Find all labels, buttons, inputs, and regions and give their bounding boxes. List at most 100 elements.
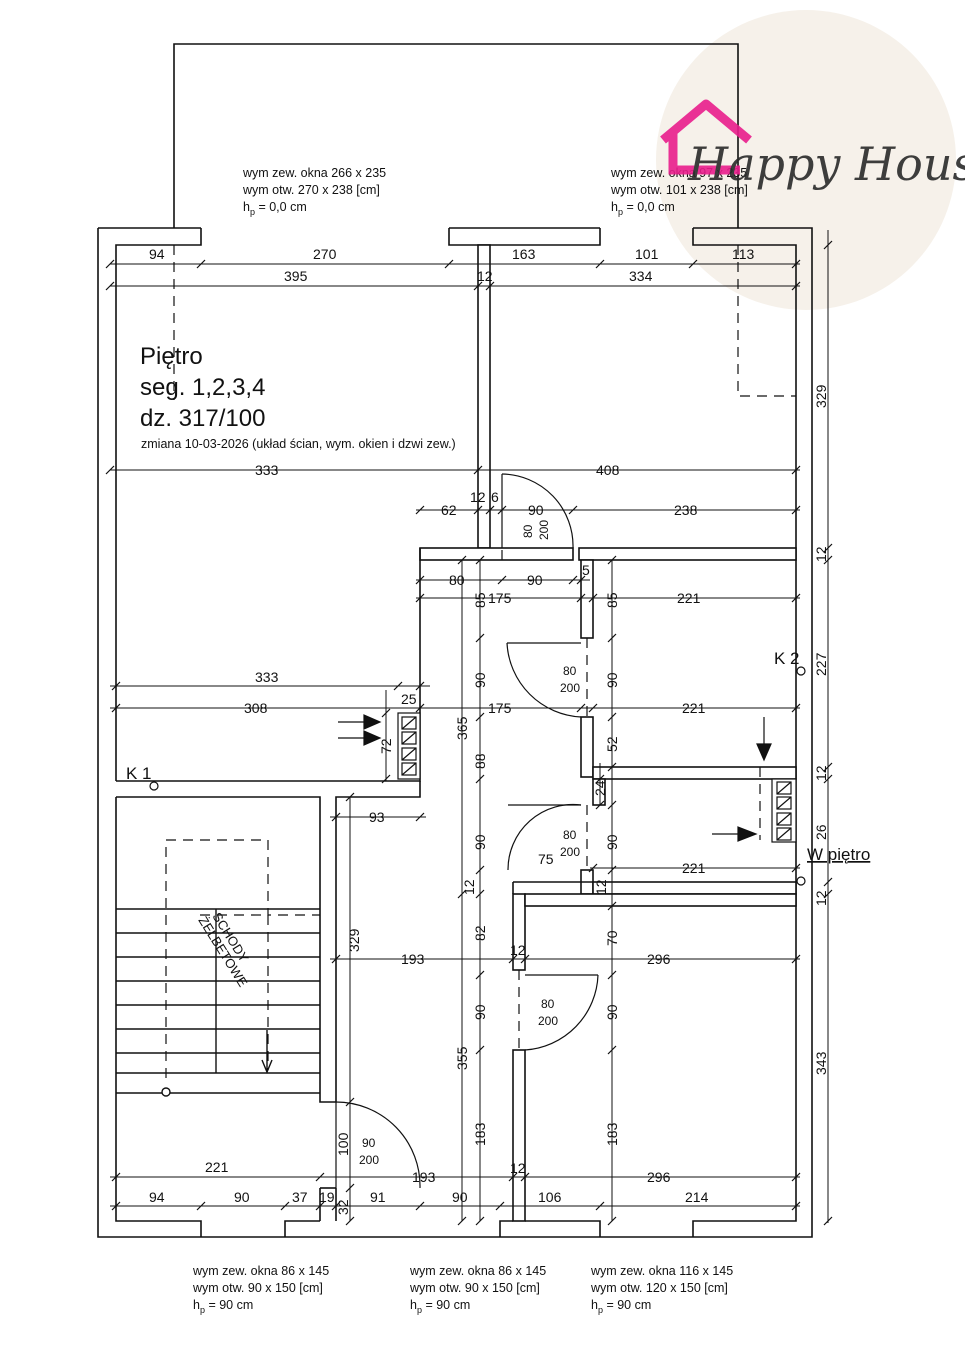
dim-text: 12 xyxy=(477,268,493,284)
dim-text: 193 xyxy=(401,951,425,967)
dim-text: 90 xyxy=(472,834,488,850)
change-note: zmiana 10-03-2026 (układ ścian, wym. oki… xyxy=(141,437,456,451)
window-top-2-line3: hp = 0,0 cm xyxy=(611,200,675,217)
dim-text: 25 xyxy=(401,691,417,707)
window-top-1-line1: wym zew. okna 266 x 235 xyxy=(242,166,386,180)
dim-text: 12 xyxy=(593,879,609,895)
door-4-width: 80 xyxy=(541,997,555,1011)
dim-text: 329 xyxy=(813,384,829,408)
dim-text: 221 xyxy=(677,590,701,606)
logo-circle xyxy=(656,10,956,310)
window-top-2-line2: wym otw. 101 x 238 [cm] xyxy=(610,183,748,197)
dim-text: 12 xyxy=(813,765,829,781)
dim-text: 12 xyxy=(461,879,477,895)
dim-text: 75 xyxy=(538,851,554,867)
vent-ducts xyxy=(397,712,797,843)
door-2-height: 200 xyxy=(560,681,580,695)
dim-text: 183 xyxy=(604,1122,620,1146)
dim-text: 88 xyxy=(472,753,488,769)
plan-title: Piętro seg. 1,2,3,4 dz. 317/100 zmiana 1… xyxy=(140,343,456,451)
dim-text: 329 xyxy=(346,928,362,952)
door-3-height: 200 xyxy=(560,845,580,859)
label-k1: K 1 xyxy=(126,764,152,783)
door-labels: 80 200 80 200 80 200 80 200 90 200 xyxy=(359,520,580,1167)
dim-text: 163 xyxy=(512,246,536,262)
dim-text: 90 xyxy=(472,1004,488,1020)
window-bottom-3-line3: hp = 90 cm xyxy=(591,1298,651,1315)
k1-marker-icon xyxy=(149,781,159,791)
dim-text: 72 xyxy=(378,738,394,754)
dim-text: 296 xyxy=(647,1169,671,1185)
dim-text: 90 xyxy=(604,834,620,850)
window-top-1-line2: wym otw. 270 x 238 [cm] xyxy=(242,183,380,197)
dim-text: 408 xyxy=(596,462,620,478)
dim-text: 12 xyxy=(510,1160,526,1176)
stairs xyxy=(116,908,320,1097)
window-bottom-2-line2: wym otw. 90 x 150 [cm] xyxy=(409,1281,540,1295)
dim-text: 12 xyxy=(813,546,829,562)
window-bottom-3-line1: wym zew. okna 116 x 145 xyxy=(590,1264,733,1278)
dim-text: 395 xyxy=(284,268,308,284)
label-k2: K 2 xyxy=(774,649,800,668)
dim-text: 113 xyxy=(732,246,755,262)
dashed-outlines xyxy=(165,245,796,1078)
dim-text: 227 xyxy=(813,652,829,676)
dim-text: 106 xyxy=(538,1189,562,1205)
dim-text: 37 xyxy=(292,1189,308,1205)
dim-text: 90 xyxy=(452,1189,468,1205)
dim-text: 333 xyxy=(255,462,279,478)
door-5-height: 200 xyxy=(359,1153,379,1167)
happy-house-logo: Happy House xyxy=(660,99,965,191)
dim-text: 12 xyxy=(510,942,526,958)
door-swings xyxy=(335,473,599,1189)
dim-text: 221 xyxy=(205,1159,229,1175)
window-bottom-2-line3: hp = 90 cm xyxy=(410,1298,470,1315)
dimension-texts: 94 270 163 101 113 395 12 334 333 408 12… xyxy=(149,246,829,1215)
dim-text: 93 xyxy=(369,809,385,825)
dim-text: 296 xyxy=(647,951,671,967)
dim-text: 308 xyxy=(244,700,268,716)
walls xyxy=(97,43,813,1238)
dim-text: 6 xyxy=(491,489,499,505)
dim-text: 94 xyxy=(149,1189,165,1205)
k2-marker-icon xyxy=(796,666,806,676)
dim-text: 90 xyxy=(604,1004,620,1020)
dim-text: 90 xyxy=(528,502,544,518)
title-line-2: seg. 1,2,3,4 xyxy=(140,374,265,401)
dim-text: 24 xyxy=(592,780,608,796)
dim-text: 94 xyxy=(149,246,165,262)
arrow-icons xyxy=(338,714,772,842)
dim-text: 12 xyxy=(470,489,486,505)
w-marker-icon xyxy=(796,876,806,886)
logo-text: Happy House xyxy=(687,137,965,191)
dim-text: 70 xyxy=(604,930,620,946)
dim-text: 90 xyxy=(472,672,488,688)
dim-text: 19 xyxy=(319,1189,335,1205)
dim-text: 355 xyxy=(454,1046,470,1070)
dim-text: 221 xyxy=(682,700,706,716)
dimension-lines xyxy=(110,230,829,1223)
dim-text: 5 xyxy=(582,562,590,578)
door-5-width: 90 xyxy=(362,1136,376,1150)
dim-text: 100 xyxy=(335,1132,351,1156)
dim-text: 85 xyxy=(604,592,620,608)
dim-text: 85 xyxy=(472,592,488,608)
door-3-width: 80 xyxy=(563,828,577,842)
door-2-width: 80 xyxy=(563,664,577,678)
window-bottom-2-line1: wym zew. okna 86 x 145 xyxy=(409,1264,546,1278)
window-bottom-1-line3: hp = 90 cm xyxy=(193,1298,253,1315)
dim-text: 62 xyxy=(441,502,457,518)
dim-text: 365 xyxy=(454,716,470,740)
dim-text: 90 xyxy=(604,672,620,688)
window-bottom-1-line1: wym zew. okna 86 x 145 xyxy=(192,1264,329,1278)
dim-text: 101 xyxy=(635,246,659,262)
dim-text: 52 xyxy=(604,736,620,752)
dim-text: 334 xyxy=(629,268,653,284)
dim-text: 80 xyxy=(449,572,465,588)
window-notes-bottom: wym zew. okna 86 x 145 wym otw. 90 x 150… xyxy=(192,1264,733,1315)
dim-text: 90 xyxy=(234,1189,250,1205)
dim-text: 26 xyxy=(813,824,829,840)
dim-text: 175 xyxy=(488,590,512,606)
title-line-3: dz. 317/100 xyxy=(140,405,265,432)
